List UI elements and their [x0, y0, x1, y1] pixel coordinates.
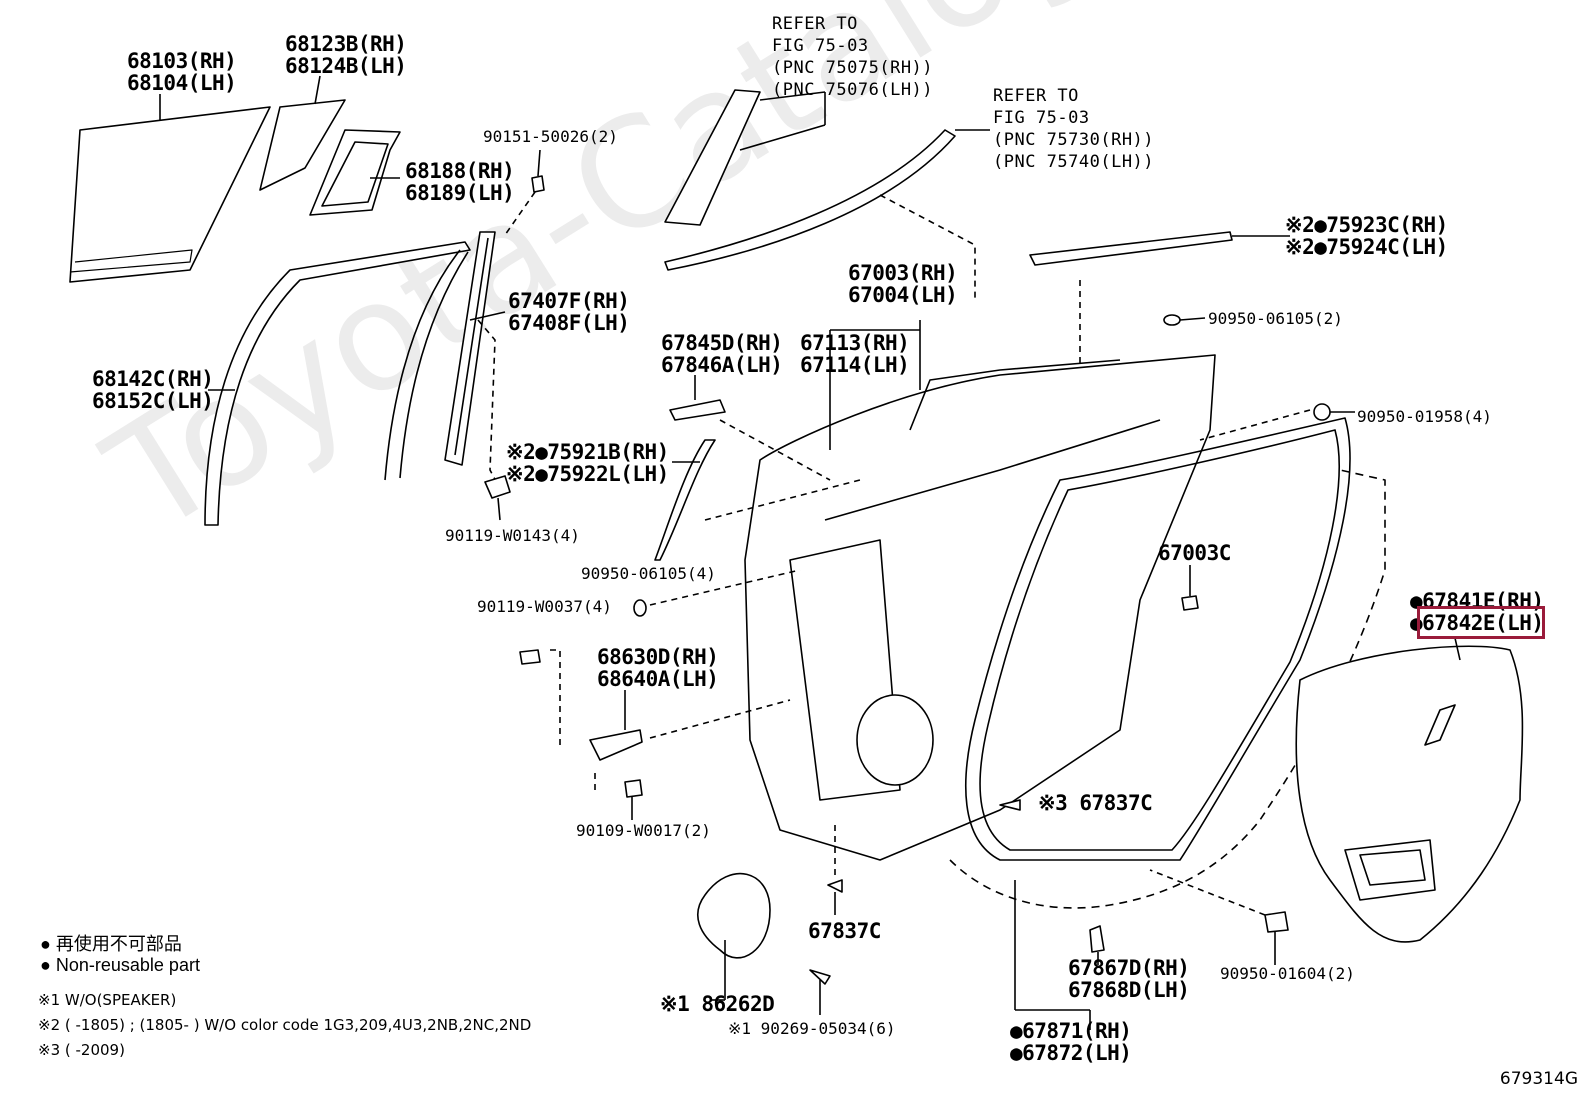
small-clip-part [633, 569, 801, 617]
grommet-01958-part [1199, 403, 1355, 441]
ref2-line2: FIG 75-03 [993, 108, 1090, 128]
label-67871: ●67871(RH) [1010, 1019, 1132, 1043]
label-67003c: 67003C [1158, 541, 1231, 565]
label-67407: 67407F(RH) [508, 289, 630, 313]
label-68103: 68103(RH) [127, 49, 237, 73]
label-90950-06105a: 90950-06105(2) [1208, 309, 1343, 328]
ref1-line2: FIG 75-03 [772, 36, 869, 56]
label-68640: 68640A(LH) [597, 667, 719, 691]
label-67867: 67867D(RH) [1068, 956, 1190, 980]
division-bar-part [444, 231, 506, 486]
label-67113: 67113(RH) [800, 331, 910, 355]
label-75924: ※2●75924C(LH) [1285, 235, 1448, 259]
label-90119-w0143: 90119-W0143(4) [445, 526, 580, 545]
label-67868: 67868D(LH) [1068, 978, 1190, 1002]
check-bolt-part [594, 770, 643, 820]
label-90950-01604: 90950-01604(2) [1220, 964, 1355, 983]
figure-number: 679314G [1499, 1069, 1578, 1089]
label-67845: 67845D(RH) [661, 331, 783, 355]
label-68124: 68124B(LH) [285, 54, 407, 78]
label-68152: 68152C(LH) [92, 389, 214, 413]
small-glass-part [259, 75, 346, 191]
label-90109: 90109-W0017(2) [576, 821, 711, 840]
label-68630: 68630D(RH) [597, 645, 719, 669]
door-panel-part [744, 320, 1216, 861]
label-67846: 67846A(LH) [661, 353, 783, 377]
door-check-part [545, 649, 791, 761]
run-channel-part [204, 241, 471, 526]
label-67842: ●67842E(LH) [1410, 611, 1544, 635]
label-68142: 68142C(RH) [92, 367, 214, 391]
ref1-line4: (PNC 75076(LH)) [772, 80, 934, 100]
ref2-line1: REFER TO [993, 86, 1079, 106]
label-75921: ※2●75921B(RH) [506, 440, 669, 464]
stopper-bolt-part [519, 649, 541, 665]
inner-garnish-part [654, 439, 861, 561]
clip-67867d-part [1089, 925, 1105, 965]
note-3: ※3 ( -2009) [38, 1041, 125, 1059]
speaker-screw-part [809, 969, 831, 1015]
hole-cover-part [1295, 637, 1524, 943]
label-90950-06105b: 90950-06105(4) [581, 564, 716, 583]
clip-67837c-part [827, 799, 1021, 915]
label-67114: 67114(LH) [800, 353, 910, 377]
label-86262: ※1 86262D [660, 992, 775, 1016]
label-75923: ※2●75923C(RH) [1285, 213, 1448, 237]
label-68104: 68104(LH) [127, 71, 237, 95]
label-67837c-b: 67837C [808, 919, 881, 943]
label-67408: 67408F(LH) [508, 311, 630, 335]
ref1-line3: (PNC 75075(RH)) [772, 58, 934, 78]
ref2-line3: (PNC 75730(RH)) [993, 130, 1155, 150]
label-90269: ※1 90269-05034(6) [728, 1019, 896, 1038]
quarter-glass-part [69, 94, 271, 283]
label-67004: 67004(LH) [848, 283, 958, 307]
legend-en: ● Non-reusable part [40, 955, 200, 975]
speaker-part [696, 872, 771, 1001]
label-75922: ※2●75922L(LH) [506, 462, 669, 486]
label-68188: 68188(RH) [405, 159, 515, 183]
label-90950-01958: 90950-01958(4) [1357, 407, 1492, 426]
note-2: ※2 ( -1805) ; (1805- ) W/O color code 1G… [38, 1016, 532, 1034]
grommet-part [1149, 869, 1289, 965]
label-90119-w0037: 90119-W0037(4) [477, 597, 612, 616]
label-90151: 90151-50026(2) [483, 127, 618, 146]
bracket-part [669, 375, 831, 481]
bolt-part [484, 475, 511, 521]
triangle-frame-part [309, 129, 401, 216]
label-67837c-a: ※3 67837C [1038, 791, 1153, 815]
push-clip-part [1181, 565, 1199, 611]
highlight-box [1417, 606, 1545, 639]
ref2-line4: (PNC 75740(LH)) [993, 152, 1155, 172]
label-67872: ●67872(LH) [1010, 1041, 1132, 1065]
pillar-garnish-part [664, 89, 826, 226]
belt-moulding-part [664, 129, 990, 300]
legend-jp: ● 再使用不可部品 [40, 934, 182, 954]
note-1: ※1 W/O(SPEAKER) [38, 991, 177, 1009]
label-68123: 68123B(RH) [285, 32, 407, 56]
screw-part [504, 149, 545, 236]
ref1-line1: REFER TO [772, 14, 858, 34]
label-68189: 68189(LH) [405, 181, 515, 205]
clip-part [1163, 314, 1206, 326]
label-67003: 67003(RH) [848, 261, 958, 285]
